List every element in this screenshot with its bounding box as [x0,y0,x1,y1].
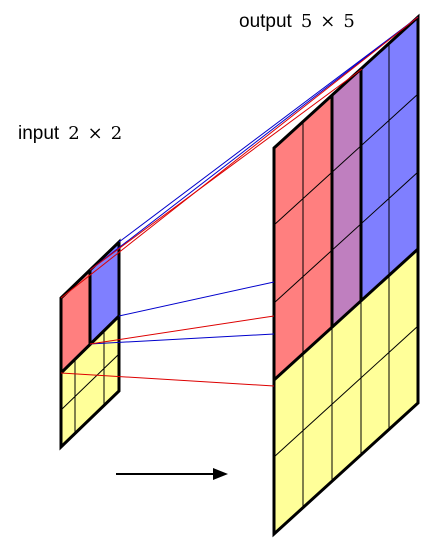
input-cell-red [61,270,90,373]
output-purple-region [332,69,361,327]
output-grid [272,13,420,538]
output-label: output 5 × 5 [239,11,355,32]
input-cell-blue [90,242,119,344]
direction-arrow [116,468,228,480]
input-grid [59,238,121,451]
connector-lines [60,16,419,387]
input-label: input 2 × 2 [18,123,122,144]
